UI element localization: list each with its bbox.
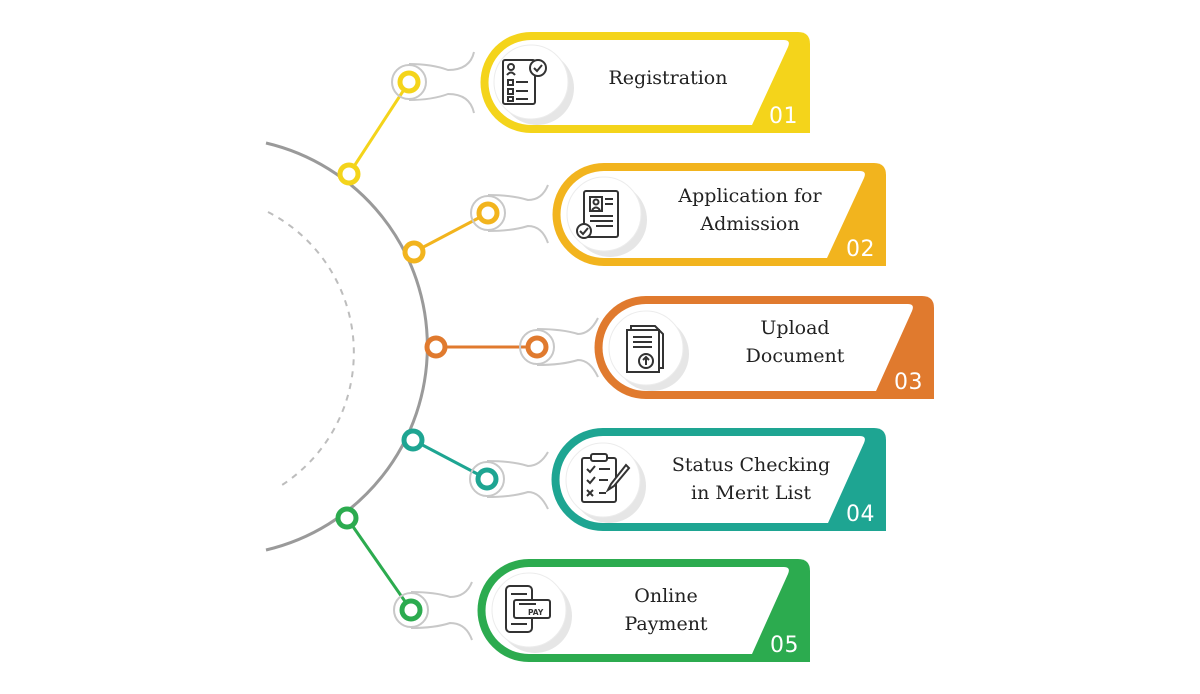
node-inner-4	[401, 428, 425, 452]
step-5: PAY	[335, 506, 810, 662]
icon-circle-1	[493, 44, 569, 120]
inner-dashed-arc	[267, 211, 355, 486]
connector-bridge-5	[410, 581, 473, 641]
connector-bridge-4	[486, 451, 549, 510]
step-number-4: 04	[846, 502, 875, 527]
step-label-1-line-1: Registration	[608, 67, 728, 89]
step-number-3: 03	[894, 370, 923, 395]
upload-document-icon	[626, 325, 664, 373]
step-label-5-line-2: Payment	[624, 613, 708, 635]
mobile-payment-icon: PAY	[505, 585, 551, 633]
node-inner-1	[337, 162, 361, 186]
node-ring-5	[393, 592, 429, 628]
connector-bridge-2	[487, 184, 549, 244]
application-document-icon	[576, 190, 619, 239]
node-inner-3	[424, 335, 448, 359]
step-label-3-line-2: Document	[745, 345, 845, 367]
node-ring-3	[519, 329, 555, 365]
step-number-1: 01	[769, 104, 798, 129]
step-label-4-line-1: Status Checking	[671, 454, 831, 476]
connector-line-4	[412, 438, 488, 481]
outer-arc	[265, 141, 429, 552]
step-label-3-line-1: Upload	[760, 317, 830, 339]
node-inner-2	[402, 240, 426, 264]
icon-circle-2	[566, 176, 642, 252]
step-number-2: 02	[846, 237, 875, 262]
step-1	[337, 32, 810, 186]
connector-bridge-3	[536, 317, 599, 378]
step-label-4-line-2: in Merit List	[691, 482, 811, 504]
step-label-2: Application for Admission	[660, 182, 840, 238]
registration-form-icon	[502, 59, 547, 105]
checklist-clipboard-icon	[581, 453, 631, 503]
step-label-4: Status Checking in Merit List	[656, 451, 846, 507]
node-ring-1	[391, 64, 427, 100]
connector-bridge-1	[408, 51, 475, 114]
connector-line-1	[347, 81, 411, 175]
pay-label: PAY	[528, 608, 544, 617]
step-2	[402, 163, 886, 266]
step-number-5: 05	[770, 633, 799, 658]
node-outer-4	[475, 467, 499, 491]
step-label-3: Upload Document	[705, 314, 885, 370]
node-inner-5	[335, 506, 359, 530]
node-outer-1	[397, 70, 421, 94]
node-ring-2	[470, 195, 506, 231]
node-ring-4	[469, 461, 505, 497]
step-label-1: Registration	[578, 64, 758, 92]
node-outer-3	[525, 335, 549, 359]
step-4	[401, 428, 886, 531]
connector-line-5	[345, 517, 413, 611]
step-label-5: Online Payment	[576, 582, 756, 638]
step-label-5-line-1: Online	[634, 585, 698, 607]
node-outer-5	[399, 598, 423, 622]
step-label-2-line-2: Admission	[700, 213, 800, 235]
node-outer-2	[476, 201, 500, 225]
step-3	[424, 296, 934, 399]
step-label-2-line-1: Application for	[678, 185, 822, 207]
connector-line-2	[413, 211, 489, 254]
